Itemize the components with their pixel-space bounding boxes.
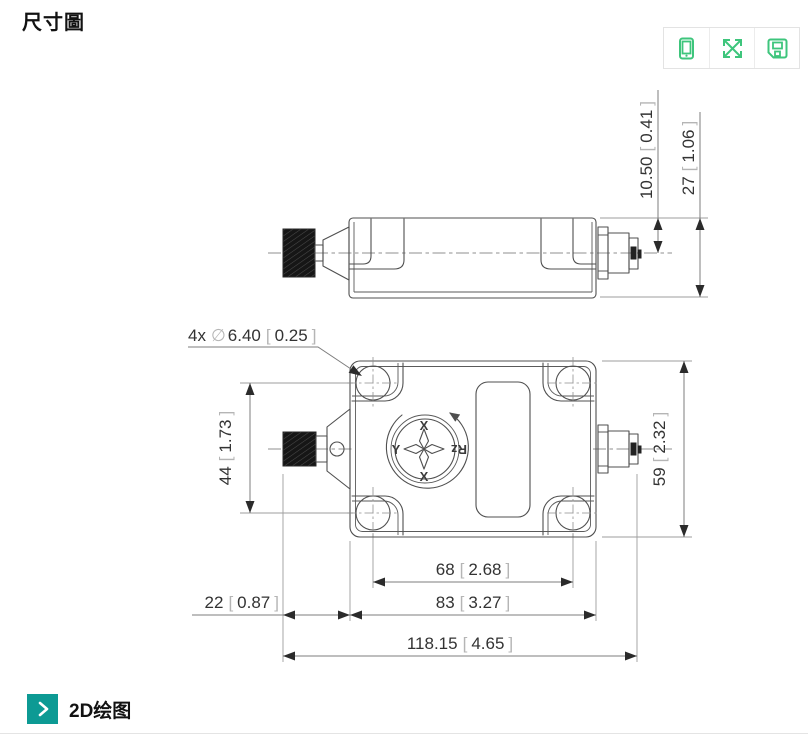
axis-label-left: Y bbox=[392, 442, 401, 457]
axis-label-top: X bbox=[420, 418, 429, 433]
dimension-lines bbox=[188, 90, 705, 661]
footer-section: 2D绘图 bbox=[27, 694, 131, 724]
mounting-hole bbox=[347, 357, 399, 409]
page-title: 尺寸圖 bbox=[22, 12, 85, 34]
top-thread-connector bbox=[282, 408, 351, 490]
dim-mm: 22 bbox=[205, 593, 224, 612]
fullscreen-expand-icon bbox=[722, 38, 742, 58]
dim-inch: 2.68 bbox=[468, 560, 501, 579]
bracket-close: ] bbox=[637, 101, 656, 106]
dim-inch: 1.06 bbox=[679, 129, 698, 162]
bracket-open: [ bbox=[460, 593, 465, 612]
dim-inch: 0.87 bbox=[237, 593, 270, 612]
side-body bbox=[348, 217, 597, 299]
2d-drawing-toggle-button[interactable] bbox=[27, 694, 58, 724]
top-view: X X Y Rz bbox=[268, 357, 672, 539]
mounting-hole bbox=[547, 487, 599, 539]
axis-label-rotation: Rz bbox=[451, 442, 467, 457]
side-bracket-left bbox=[349, 218, 372, 265]
bracket-open: [ bbox=[228, 593, 233, 612]
side-thread-connector bbox=[282, 226, 350, 281]
bracket-open: [ bbox=[650, 457, 669, 462]
dim-label-body-height-side: 27 [1.06] bbox=[679, 121, 698, 195]
extension-lines bbox=[240, 217, 708, 662]
mounting-holes bbox=[347, 357, 599, 539]
dim-label-hole-spacing-horizontal: 68 [2.68] bbox=[436, 560, 510, 579]
bracket-close: ] bbox=[312, 326, 317, 345]
bracket-close: ] bbox=[216, 411, 235, 416]
dim-mm: 68 bbox=[436, 560, 455, 579]
dim-inch: 3.27 bbox=[468, 593, 501, 612]
dim-inch: 0.25 bbox=[275, 326, 308, 345]
fullscreen-button[interactable] bbox=[709, 28, 754, 68]
callout-prefix: 4x bbox=[188, 326, 206, 345]
bracket-close: ] bbox=[506, 593, 511, 612]
chevron-right-icon bbox=[38, 701, 48, 717]
bracket-close: ] bbox=[650, 412, 669, 417]
bracket-open: [ bbox=[216, 456, 235, 461]
mobile-preview-icon bbox=[679, 37, 694, 59]
hole-callout: 4x ∅6.40 [0.25] bbox=[188, 326, 316, 345]
rotation-arrow bbox=[385, 412, 469, 489]
bracket-open: [ bbox=[266, 326, 271, 345]
bracket-open: [ bbox=[637, 147, 656, 152]
dimension-labels: 10.50 [0.41] 27 [1.06] 4x ∅6.40 [0.25] 44 [1.… bbox=[188, 101, 698, 653]
top-plug-connector bbox=[597, 424, 642, 474]
mobile-preview-button[interactable] bbox=[664, 28, 709, 68]
save-icon bbox=[767, 38, 787, 58]
corner-pads bbox=[351, 362, 595, 536]
dim-inch: 4.65 bbox=[471, 634, 504, 653]
bracket-close: ] bbox=[508, 634, 513, 653]
dim-mm: 59 bbox=[650, 467, 669, 486]
dim-label-hole-spacing-vertical: 44 [1.73] bbox=[216, 411, 235, 485]
save-button[interactable] bbox=[754, 28, 799, 68]
dim-inch: 2.32 bbox=[650, 420, 669, 453]
dim-inch: 1.73 bbox=[216, 419, 235, 452]
axis-compass: X X Y Rz bbox=[385, 412, 469, 489]
side-view bbox=[268, 217, 672, 299]
dim-label-connector-axis-height: 10.50 [0.41] bbox=[637, 101, 656, 199]
bracket-close: ] bbox=[274, 593, 279, 612]
side-plug-connector bbox=[597, 226, 642, 280]
section-divider bbox=[0, 733, 808, 734]
dim-mm: 83 bbox=[436, 593, 455, 612]
axis-label-bottom: X bbox=[420, 469, 429, 484]
bracket-open: [ bbox=[460, 560, 465, 579]
side-bracket-right bbox=[572, 218, 597, 265]
bracket-close: ] bbox=[679, 121, 698, 126]
dim-label-body-width: 83 [3.27] bbox=[436, 593, 510, 612]
label-plate bbox=[475, 381, 531, 518]
dim-label-connector-offset: 22[0.87] bbox=[205, 593, 279, 612]
dim-label-body-depth: 59 [2.32] bbox=[650, 412, 669, 486]
dim-mm: 6.40 bbox=[228, 326, 261, 345]
dim-label-total-length: 118.15 [4.65] bbox=[407, 634, 513, 653]
dim-mm: 118.15 bbox=[407, 634, 458, 653]
drawing-toolbar bbox=[663, 27, 800, 69]
compass-star bbox=[403, 428, 445, 470]
bracket-close: ] bbox=[506, 560, 511, 579]
mounting-hole bbox=[547, 357, 599, 409]
bracket-open: [ bbox=[679, 166, 698, 171]
dim-mm: 10.50 bbox=[637, 157, 656, 200]
mounting-hole bbox=[347, 487, 399, 539]
bracket-open: [ bbox=[463, 634, 468, 653]
2d-drawing-link[interactable]: 2D绘图 bbox=[69, 700, 132, 722]
dim-inch: 0.41 bbox=[637, 110, 656, 143]
dim-mm: 27 bbox=[679, 176, 698, 195]
dim-mm: 44 bbox=[216, 466, 235, 485]
diameter-symbol: ∅ bbox=[211, 326, 226, 345]
